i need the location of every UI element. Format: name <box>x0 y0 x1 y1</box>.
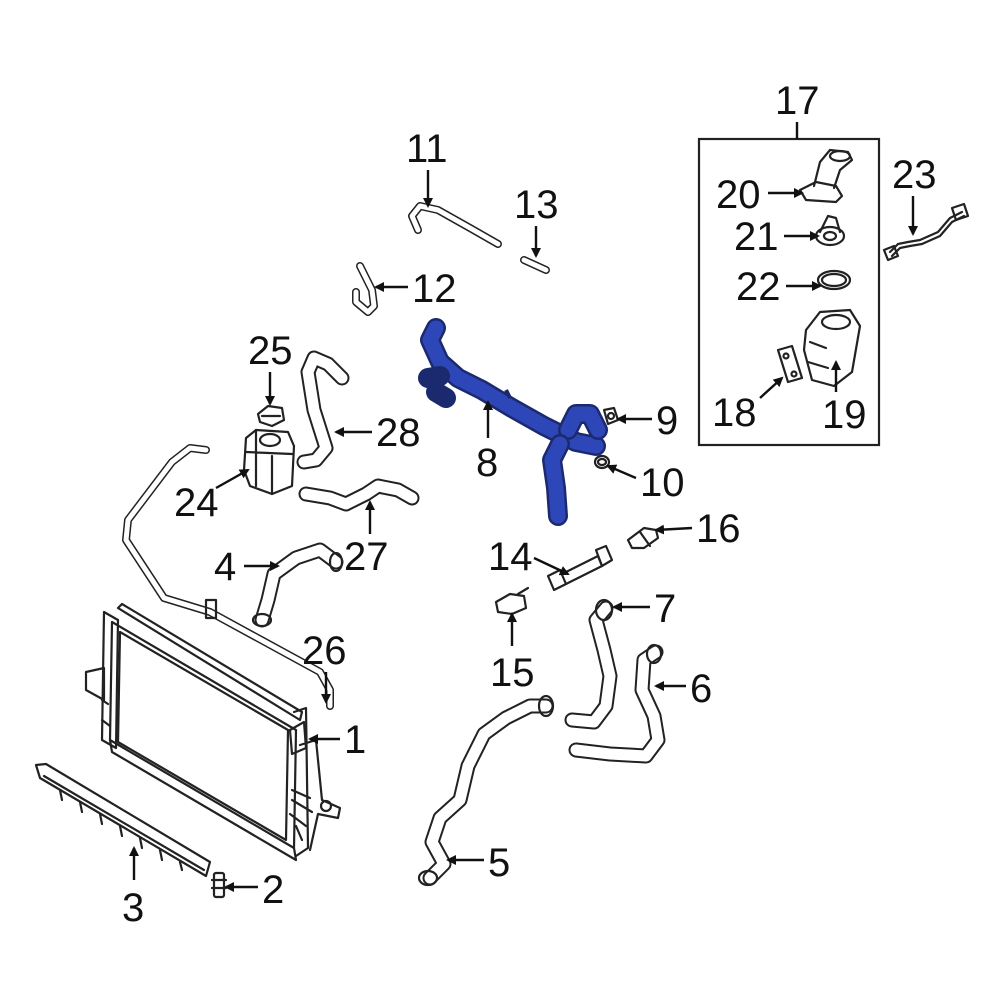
sensor-harness-23[interactable] <box>882 202 970 262</box>
connector-13[interactable] <box>520 256 550 274</box>
upper-hose[interactable] <box>251 542 344 628</box>
hose-12[interactable] <box>352 262 378 316</box>
connector-14[interactable] <box>546 544 614 592</box>
callout-3: 3 <box>122 886 144 930</box>
callout-9: 9 <box>656 399 678 443</box>
callout-15: 15 <box>490 651 535 695</box>
callout-11: 11 <box>406 127 448 171</box>
callout-16: 16 <box>696 507 741 551</box>
drain-plug[interactable] <box>210 871 228 899</box>
callout-2: 2 <box>262 868 284 912</box>
callout-8: 8 <box>476 441 498 485</box>
callout-19: 19 <box>822 393 867 437</box>
callout-5: 5 <box>488 841 510 885</box>
callout-1: 1 <box>344 718 366 762</box>
sensor-15[interactable] <box>494 586 530 616</box>
coolant-pipe-highlighted[interactable] <box>418 318 608 526</box>
tank-outlet-hose[interactable] <box>298 478 420 512</box>
hose-11[interactable] <box>408 202 502 248</box>
hose-6[interactable] <box>568 643 666 764</box>
hose-7[interactable] <box>564 598 618 730</box>
thermostat-housing-19[interactable] <box>802 308 862 388</box>
callout-6: 6 <box>690 667 712 711</box>
o-ring-10[interactable] <box>593 454 611 470</box>
callout-12: 12 <box>412 267 457 311</box>
lower-hose[interactable] <box>417 694 555 887</box>
callout-28: 28 <box>376 411 421 455</box>
sensor-16[interactable] <box>626 526 660 550</box>
callout-14: 14 <box>488 535 533 579</box>
callout-20: 20 <box>716 173 761 217</box>
housing-cover-20[interactable] <box>798 148 854 204</box>
callout-13: 13 <box>514 183 559 227</box>
callout-24: 24 <box>174 481 219 525</box>
callout-7: 7 <box>654 587 676 631</box>
callout-18: 18 <box>712 391 757 435</box>
callout-22: 22 <box>736 265 781 309</box>
tank-hose[interactable] <box>296 350 350 470</box>
gasket-18[interactable] <box>776 344 804 384</box>
thermostat-kit-frame <box>697 137 881 447</box>
seal-22[interactable] <box>816 269 852 291</box>
callout-4: 4 <box>214 545 236 589</box>
gasket-9[interactable] <box>602 406 620 426</box>
callout-23: 23 <box>892 153 937 197</box>
callout-10: 10 <box>640 461 685 505</box>
expansion-tank[interactable] <box>242 428 296 496</box>
lower-deflector[interactable] <box>34 762 212 878</box>
callout-25: 25 <box>248 329 293 373</box>
thermostat-21[interactable] <box>814 214 846 247</box>
callout-26: 26 <box>302 629 347 673</box>
callout-17: 17 <box>775 79 820 123</box>
callout-27: 27 <box>344 535 389 579</box>
callout-21: 21 <box>734 215 779 259</box>
radiator[interactable] <box>84 602 342 862</box>
tank-cap[interactable] <box>256 404 286 428</box>
